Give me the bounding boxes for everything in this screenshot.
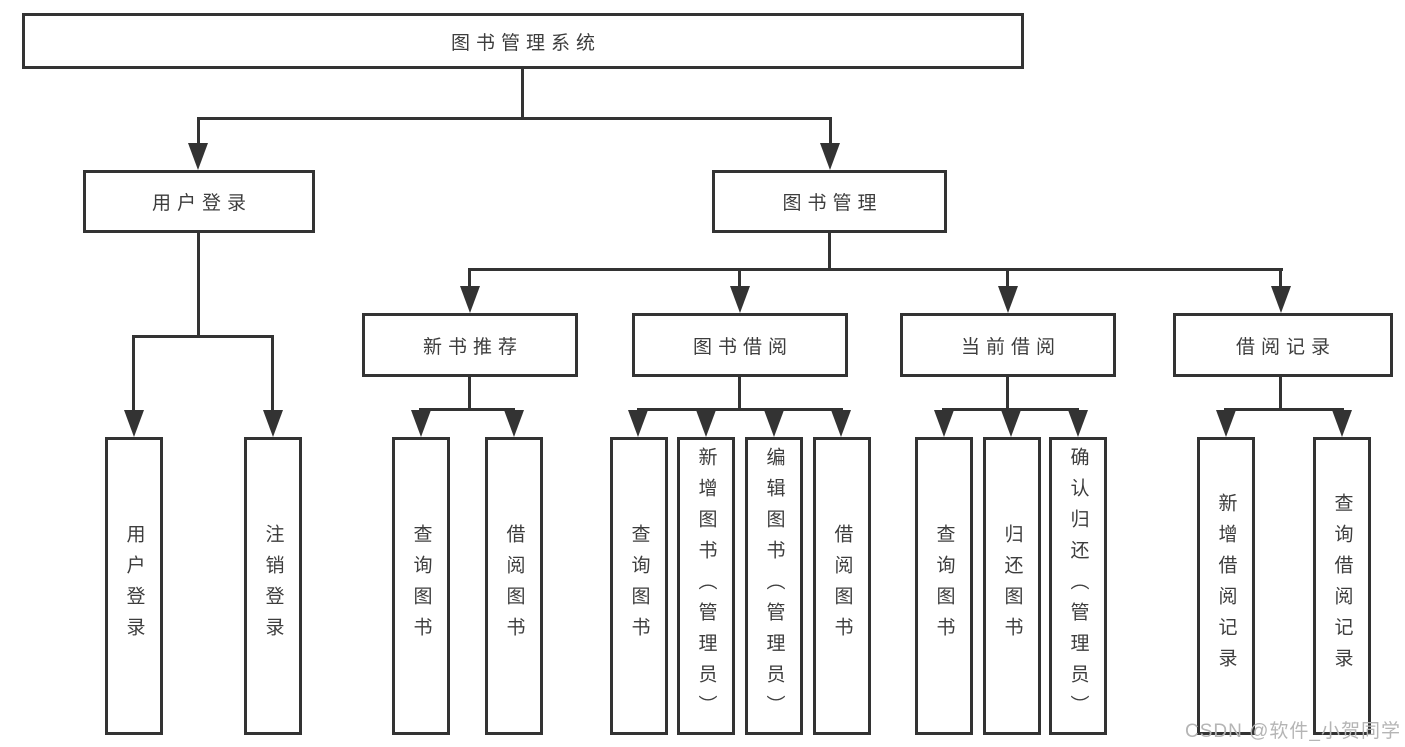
connector-user-login-branch bbox=[132, 335, 274, 338]
connector-cb-stem bbox=[1006, 377, 1009, 411]
connector-drop-borrow-records bbox=[1279, 268, 1282, 288]
arrow-down-icon bbox=[998, 286, 1018, 313]
connector-drop-book-management bbox=[829, 117, 832, 147]
leaf-br-add-borrow-record: 新增借阅记录 bbox=[1197, 437, 1255, 735]
arrow-down-icon bbox=[831, 410, 851, 437]
arrow-down-icon bbox=[730, 286, 750, 313]
node-borrow-records: 借阅记录 bbox=[1173, 313, 1393, 377]
arrow-down-icon bbox=[504, 410, 524, 437]
leaf-nbr-borrow-book: 借阅图书 bbox=[485, 437, 543, 735]
arrow-down-icon bbox=[1332, 410, 1352, 437]
arrow-down-icon bbox=[124, 410, 144, 437]
arrow-down-icon bbox=[1271, 286, 1291, 313]
arrow-down-icon bbox=[1001, 410, 1021, 437]
connector-bb-branch bbox=[637, 408, 843, 411]
node-current-borrow: 当前借阅 bbox=[900, 313, 1116, 377]
leaf-cb-return-book: 归还图书 bbox=[983, 437, 1041, 735]
connector-drop-logout-leaf bbox=[271, 335, 274, 412]
arrow-down-icon bbox=[460, 286, 480, 313]
leaf-user-login: 用户登录 bbox=[105, 437, 163, 735]
arrow-down-icon bbox=[696, 410, 716, 437]
arrow-down-icon bbox=[411, 410, 431, 437]
leaf-cb-confirm-return-admin: 确认归还（管理员） bbox=[1049, 437, 1107, 735]
connector-book-mgmt-stem bbox=[828, 233, 831, 271]
node-book-borrow: 图书借阅 bbox=[632, 313, 848, 377]
arrow-down-icon bbox=[764, 410, 784, 437]
leaf-br-query-borrow-record: 查询借阅记录 bbox=[1313, 437, 1371, 735]
arrow-down-icon bbox=[628, 410, 648, 437]
connector-br-stem bbox=[1279, 377, 1282, 411]
leaf-bb-query-book: 查询图书 bbox=[610, 437, 668, 735]
connector-drop-current-borrow bbox=[1006, 268, 1009, 288]
leaf-bb-edit-book-admin: 编辑图书（管理员） bbox=[745, 437, 803, 735]
csdn-watermark: CSDN @软件_小贺同学 bbox=[1185, 721, 1401, 742]
node-root: 图书管理系统 bbox=[22, 13, 1024, 69]
connector-br-branch bbox=[1224, 408, 1344, 411]
connector-nbr-branch bbox=[419, 408, 515, 411]
arrow-down-icon bbox=[1216, 410, 1236, 437]
connector-root-stem bbox=[521, 69, 524, 120]
connector-book-mgmt-branch bbox=[468, 268, 1283, 271]
node-book-management: 图书管理 bbox=[712, 170, 947, 233]
connector-user-login-stem bbox=[197, 233, 200, 338]
leaf-bb-add-book-admin: 新增图书（管理员） bbox=[677, 437, 735, 735]
node-new-book-recommend: 新书推荐 bbox=[362, 313, 578, 377]
connector-nbr-stem bbox=[468, 377, 471, 411]
arrow-down-icon bbox=[934, 410, 954, 437]
arrow-down-icon bbox=[820, 143, 840, 170]
connector-drop-book-borrow bbox=[738, 268, 741, 288]
arrow-down-icon bbox=[1068, 410, 1088, 437]
arrow-down-icon bbox=[188, 143, 208, 170]
leaf-logout: 注销登录 bbox=[244, 437, 302, 735]
connector-drop-user-login bbox=[197, 117, 200, 147]
connector-drop-login-leaf bbox=[132, 335, 135, 412]
arrow-down-icon bbox=[263, 410, 283, 437]
connector-bb-stem bbox=[738, 377, 741, 411]
connector-drop-new-book bbox=[468, 268, 471, 288]
leaf-nbr-query-book: 查询图书 bbox=[392, 437, 450, 735]
leaf-bb-borrow-book: 借阅图书 bbox=[813, 437, 871, 735]
node-user-login: 用户登录 bbox=[83, 170, 315, 233]
connector-root-branch bbox=[197, 117, 832, 120]
leaf-cb-query-book: 查询图书 bbox=[915, 437, 973, 735]
connector-cb-branch bbox=[942, 408, 1079, 411]
